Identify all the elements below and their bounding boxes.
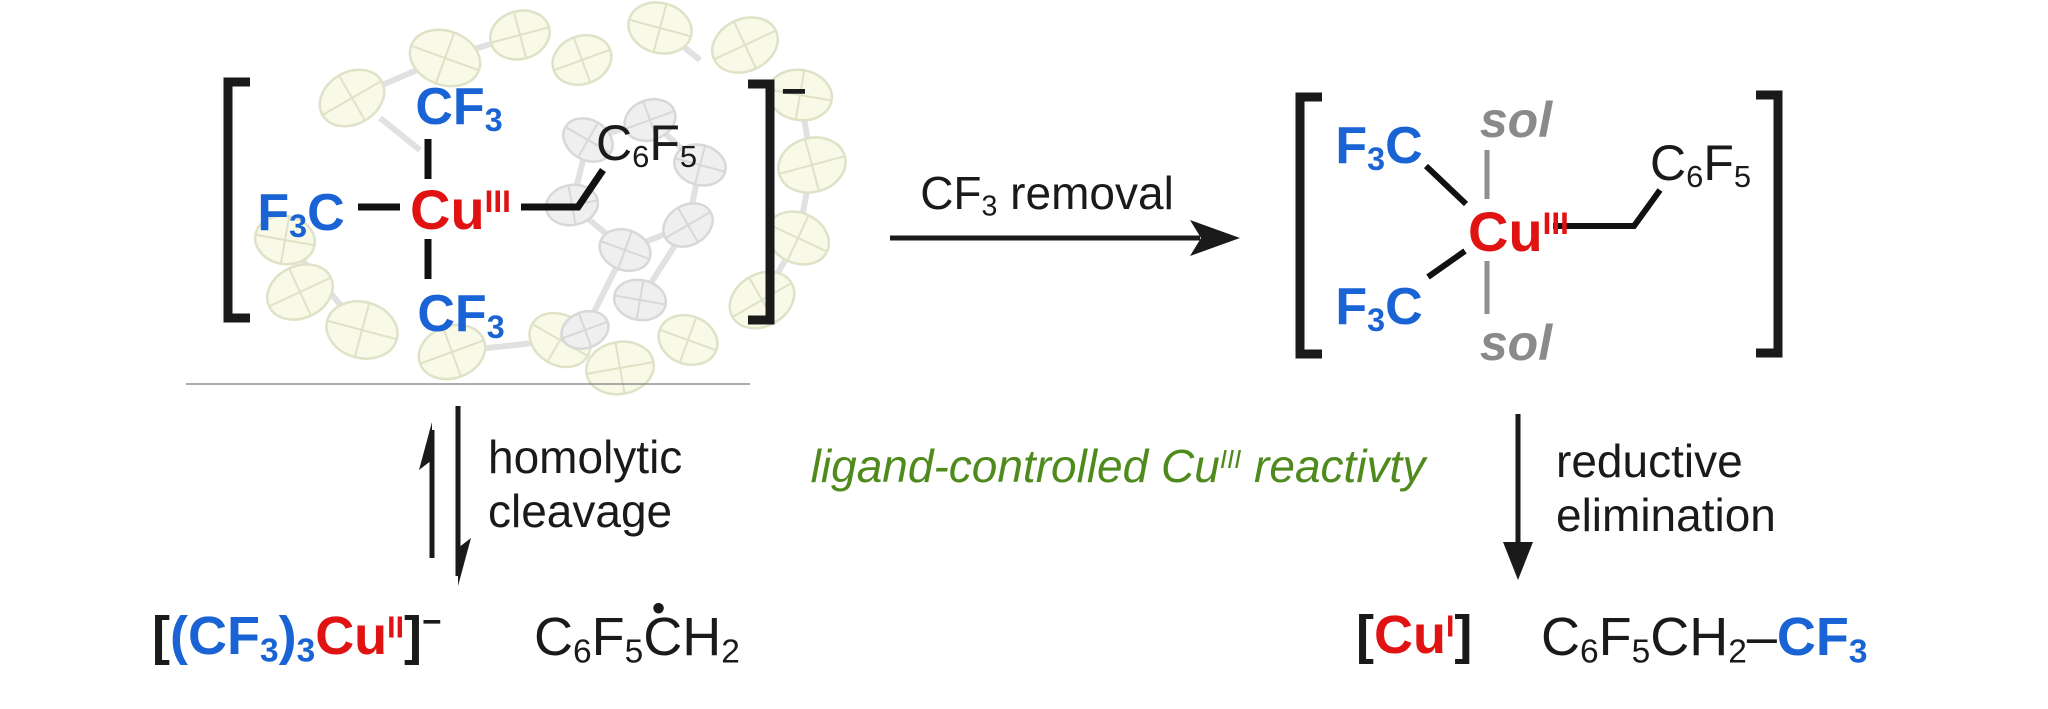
top-reaction-arrow [890,220,1240,256]
right-complex-bracket-right [1756,90,1783,358]
solvent-label-bottom: sol [1479,315,1553,371]
benzyl-c6f5-right: C6F5 [1650,135,1752,194]
ligand-cf3-bottom: CF3 [417,285,505,346]
caption-ligand-controlled: ligand-controlled CuIII reactivty [810,440,1426,492]
ligand-f3c-bottom-right: F3C [1335,278,1423,339]
reductive-elimination-label: reductive elimination [1556,435,1776,542]
right-complex-bonds [1423,150,1663,314]
cu-center-left: CuIII [410,178,511,241]
left-complex-bracket-left [223,77,250,323]
radical-dot: • [651,586,666,630]
left-complex-bracket-right [748,79,775,325]
ligand-f3c-left: F3C [257,184,345,245]
cf3-removal-label: CF3 removal [920,167,1174,223]
right-complex-bracket-left [1295,92,1322,359]
equilibrium-arrows [419,406,471,586]
left-complex-bonds [358,139,606,279]
benzyl-c6f5-left: C6F5 [596,115,698,174]
cuprate-formula: [(CF3)3CuII]− [152,604,442,670]
reductive-elimination-arrow [1503,414,1533,580]
ligand-cf3-top: CF3 [415,78,503,139]
benzyl-radical-formula: C6F5•CH2 [534,586,740,671]
solvent-label-top: sol [1479,92,1553,148]
cu-i-formula: [CuI] [1356,605,1473,665]
cu-center-right: CuIII [1468,200,1569,263]
coupled-product-formula: C6F5CH2–CF3 [1541,607,1868,671]
ligand-f3c-top-right: F3C [1335,117,1423,178]
left-complex-charge: − [781,67,807,116]
homolytic-cleavage-label: homolytic cleavage [488,431,683,538]
